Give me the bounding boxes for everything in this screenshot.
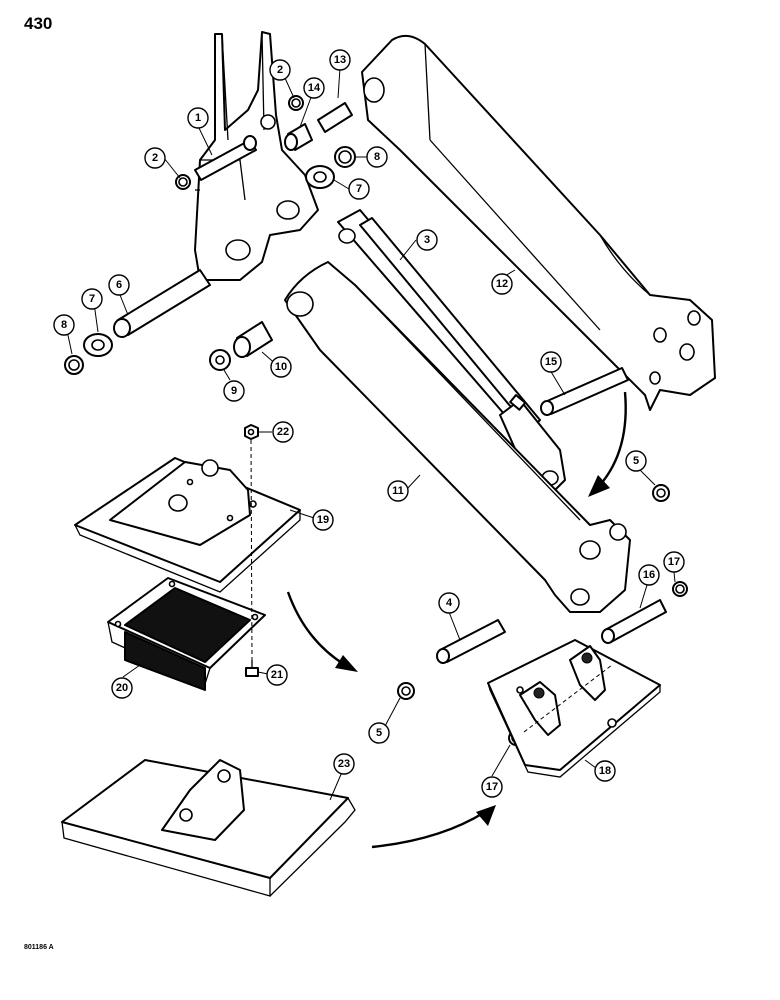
svg-text:1: 1: [195, 112, 201, 124]
snap-ring-2: [175, 95, 304, 190]
washer-7: [83, 165, 335, 357]
arm-frame: [194, 31, 319, 281]
svg-text:2: 2: [152, 152, 158, 164]
callout-15: 15: [540, 351, 562, 373]
svg-text:19: 19: [317, 514, 329, 526]
callout-18: 18: [594, 760, 616, 782]
callout-21: 21: [266, 664, 288, 686]
figure-code: 801186 A: [24, 944, 54, 951]
pin-13: [317, 102, 353, 133]
callout-11: 11: [387, 480, 409, 502]
snap-ring-5: [397, 484, 670, 700]
callout-13: 13: [329, 49, 351, 71]
dipper-stick: [284, 261, 631, 613]
pin-alignment-line: [523, 664, 613, 733]
svg-text:9: 9: [231, 385, 237, 397]
callout-17a: 17: [663, 551, 685, 573]
callout-2a: 2: [144, 147, 166, 169]
svg-text:6: 6: [116, 279, 122, 291]
svg-text:14: 14: [308, 82, 321, 94]
svg-text:20: 20: [116, 682, 128, 694]
pin-4: [436, 619, 506, 664]
pin-16: [601, 599, 667, 644]
nut-22: [244, 424, 259, 440]
bolt-center-line: [250, 439, 253, 661]
svg-text:4: 4: [446, 597, 453, 609]
svg-text:8: 8: [374, 151, 380, 163]
mounting-plate: [74, 457, 301, 593]
callout-14: 14: [303, 77, 325, 99]
callout-5a: 5: [625, 450, 647, 472]
callout-6: 6: [108, 274, 130, 296]
svg-text:10: 10: [275, 361, 287, 373]
svg-text:23: 23: [338, 758, 350, 770]
callout-2b: 2: [269, 59, 291, 81]
callout-7b: 7: [348, 178, 370, 200]
svg-text:13: 13: [334, 54, 346, 66]
svg-text:8: 8: [61, 319, 67, 331]
svg-text:7: 7: [356, 183, 362, 195]
svg-text:11: 11: [392, 485, 404, 497]
svg-text:15: 15: [545, 356, 557, 368]
callout-16: 16: [638, 564, 660, 586]
callout-22: 22: [272, 421, 294, 443]
callout-8b: 8: [366, 146, 388, 168]
pin-15: [540, 367, 629, 416]
svg-text:16: 16: [643, 569, 655, 581]
callout-3: 3: [416, 229, 438, 251]
callout-20: 20: [111, 677, 133, 699]
pin-6: [113, 269, 211, 338]
callout-1: 1: [187, 107, 209, 129]
svg-text:3: 3: [424, 234, 430, 246]
bushing-14: [284, 123, 313, 151]
callout-23: 23: [333, 753, 355, 775]
callout-10: 10: [270, 356, 292, 378]
boom: [361, 34, 716, 411]
callout-8a: 8: [53, 314, 75, 336]
base-bracket: [487, 639, 661, 778]
bolt-21: [245, 660, 259, 677]
svg-text:17: 17: [486, 781, 498, 793]
callout-7a: 7: [81, 288, 103, 310]
callout-9: 9: [223, 380, 245, 402]
svg-text:2: 2: [277, 64, 283, 76]
assembly-arrows: [286, 391, 627, 849]
svg-text:7: 7: [89, 293, 95, 305]
svg-text:17: 17: [668, 556, 680, 568]
svg-text:12: 12: [496, 278, 508, 290]
svg-text:21: 21: [271, 669, 283, 681]
callout-5b: 5: [368, 722, 390, 744]
foot-plate: [61, 759, 356, 897]
hydraulic-cylinder: [337, 209, 566, 496]
svg-text:5: 5: [633, 455, 639, 467]
callout-17b: 17: [481, 776, 503, 798]
callout-12: 12: [491, 273, 513, 295]
bushing-9: [209, 349, 231, 371]
cooler-block: [107, 577, 266, 691]
callout-19: 19: [312, 509, 334, 531]
svg-text:5: 5: [376, 727, 382, 739]
bushing-10: [233, 321, 273, 358]
callout-4: 4: [438, 592, 460, 614]
svg-text:18: 18: [599, 765, 611, 777]
svg-text:22: 22: [277, 426, 289, 438]
pin-1: [194, 135, 257, 181]
snap-ring-8: [64, 146, 356, 375]
page-number: 430: [24, 14, 53, 33]
